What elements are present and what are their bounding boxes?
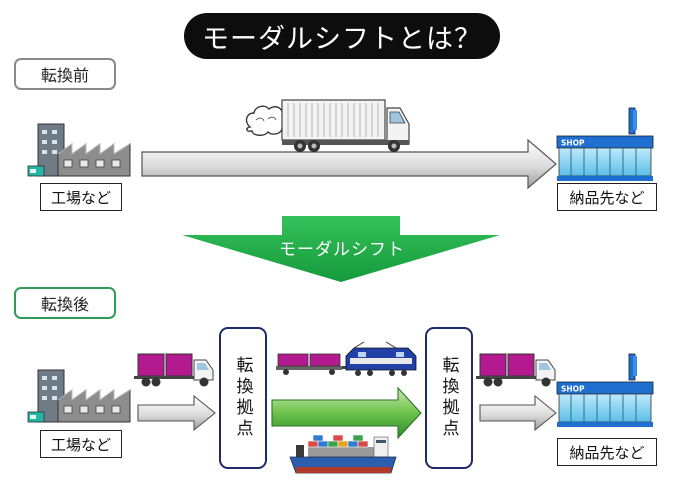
arrow-icon-to-destination: [479, 394, 557, 432]
transfer-hub-left: 転換拠点: [219, 327, 267, 469]
origin-label-after: 工場など: [40, 430, 122, 458]
factory-icon-after: [27, 369, 131, 423]
stage-after-label: 転換後: [14, 287, 116, 319]
shop-icon-after: SHOP: [556, 353, 654, 427]
destination-label-before: 納品先など: [557, 183, 657, 211]
origin-label-before: 工場など: [40, 183, 122, 211]
modal-shift-arrow-icon: [182, 216, 500, 282]
container-truck-icon-right: [476, 353, 556, 387]
factory-icon-before: [27, 123, 131, 177]
green-transport-arrow-icon: [271, 386, 422, 440]
container-truck-icon-left: [134, 353, 214, 387]
modal-shift-label: モーダルシフト: [279, 239, 405, 260]
truck-icon: [281, 99, 410, 152]
freight-train-icon: [276, 341, 417, 376]
stage-before-label: 転換前: [14, 58, 116, 90]
destination-label-after: 納品先など: [557, 438, 657, 466]
shop-sign: SHOP: [561, 385, 585, 394]
cargo-ship-icon: [289, 434, 397, 474]
shop-sign: SHOP: [561, 139, 585, 148]
transfer-hub-right: 転換拠点: [425, 327, 473, 469]
shop-icon-before: SHOP: [556, 107, 654, 181]
long-arrow-icon: [141, 138, 557, 190]
page-title: モーダルシフトとは？: [184, 13, 500, 59]
arrow-icon-to-hub: [137, 394, 216, 432]
